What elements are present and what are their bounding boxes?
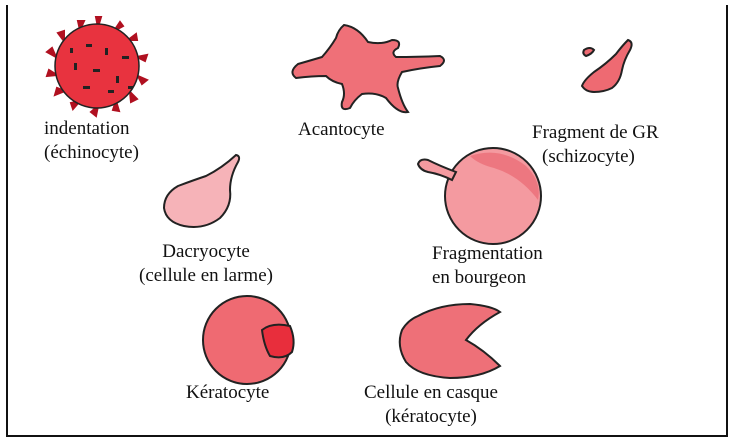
dacryocyte-label-line1: Dacryocyte	[106, 240, 306, 264]
bourgeon-label-line2: en bourgeon	[432, 266, 543, 290]
casque-cell	[400, 304, 500, 378]
keratocyte-cell	[203, 296, 294, 384]
casque-label-line2: (kératocyte)	[350, 405, 512, 429]
echinocyte-label: indentation (échinocyte)	[44, 117, 139, 165]
echinocyte-label-line2: (échinocyte)	[44, 141, 139, 165]
acantocyte-label-line1: Acantocyte	[298, 118, 385, 142]
keratocyte-label: Kératocyte	[186, 381, 269, 405]
echinocyte-cell	[47, 17, 147, 116]
schizocyte-label-line1: Fragment de GR	[532, 121, 659, 145]
keratocyte-label-line1: Kératocyte	[186, 381, 269, 405]
schizocyte-cell	[582, 40, 632, 92]
bourgeon-label: Fragmentation en bourgeon	[432, 242, 543, 290]
acantocyte-label: Acantocyte	[298, 118, 385, 142]
schizocyte-label: Fragment de GR (schizocyte)	[532, 121, 659, 169]
dacryocyte-label-line2: (cellule en larme)	[106, 264, 306, 288]
schizocyte-label-line2: (schizocyte)	[532, 145, 659, 169]
dacryocyte-label: Dacryocyte (cellule en larme)	[106, 240, 306, 288]
casque-label-line1: Cellule en casque	[350, 381, 512, 405]
acantocyte-cell	[292, 25, 444, 112]
dacryocyte-cell	[164, 155, 239, 227]
bourgeon-cell	[418, 148, 541, 244]
casque-label: Cellule en casque (kératocyte)	[350, 381, 512, 429]
bourgeon-label-line1: Fragmentation	[432, 242, 543, 266]
echinocyte-label-line1: indentation	[44, 117, 139, 141]
